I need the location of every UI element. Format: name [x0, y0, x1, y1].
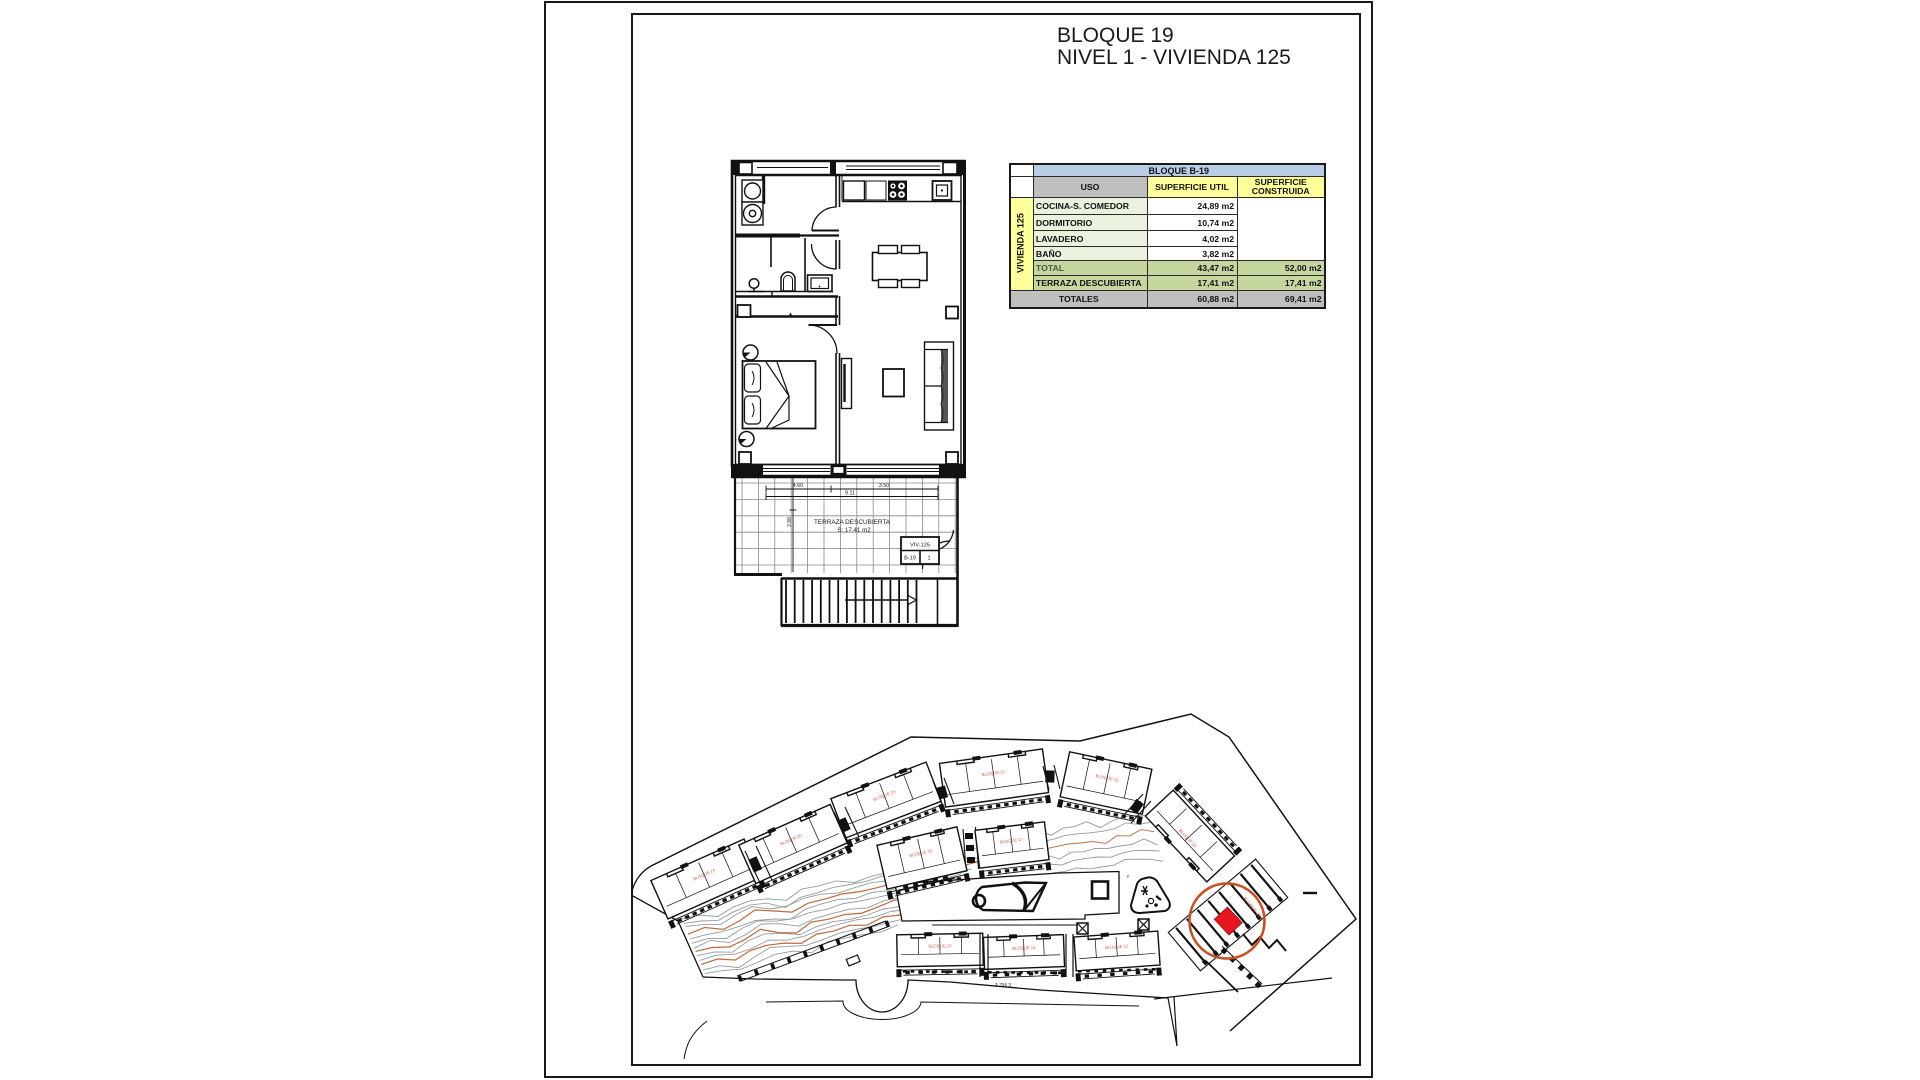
- svg-text:9.11: 9.11: [845, 491, 855, 497]
- svg-text:B-19: B-19: [904, 556, 916, 562]
- svg-text:TERRAZA DESCUBIERTA: TERRAZA DESCUBIERTA: [814, 519, 891, 526]
- svg-text:BLOQUE 14: BLOQUE 14: [1012, 945, 1036, 951]
- svg-text:BLOQUE 17: BLOQUE 17: [1000, 837, 1024, 845]
- svg-text:BLOQUE 21: BLOQUE 21: [1095, 773, 1119, 783]
- svg-text:VIV-125: VIV-125: [910, 543, 930, 549]
- svg-text:1: 1: [927, 556, 930, 562]
- svg-text:2.88: 2.88: [787, 517, 793, 527]
- svg-text:3.50: 3.50: [879, 483, 890, 489]
- svg-text:BLOQUE 16: BLOQUE 16: [909, 848, 933, 858]
- svg-text:BLOQUE 15: BLOQUE 15: [1105, 943, 1129, 950]
- svg-text:e: e: [1127, 874, 1130, 880]
- svg-text:S: 17.41 m2: S: 17.41 m2: [837, 527, 871, 534]
- svg-text:4.60: 4.60: [793, 483, 804, 489]
- svg-text:BLOQUE 22: BLOQUE 22: [981, 769, 1005, 777]
- svg-text:3.7M 3: 3.7M 3: [995, 983, 1011, 989]
- svg-text:BLOQUE 13: BLOQUE 13: [928, 943, 952, 948]
